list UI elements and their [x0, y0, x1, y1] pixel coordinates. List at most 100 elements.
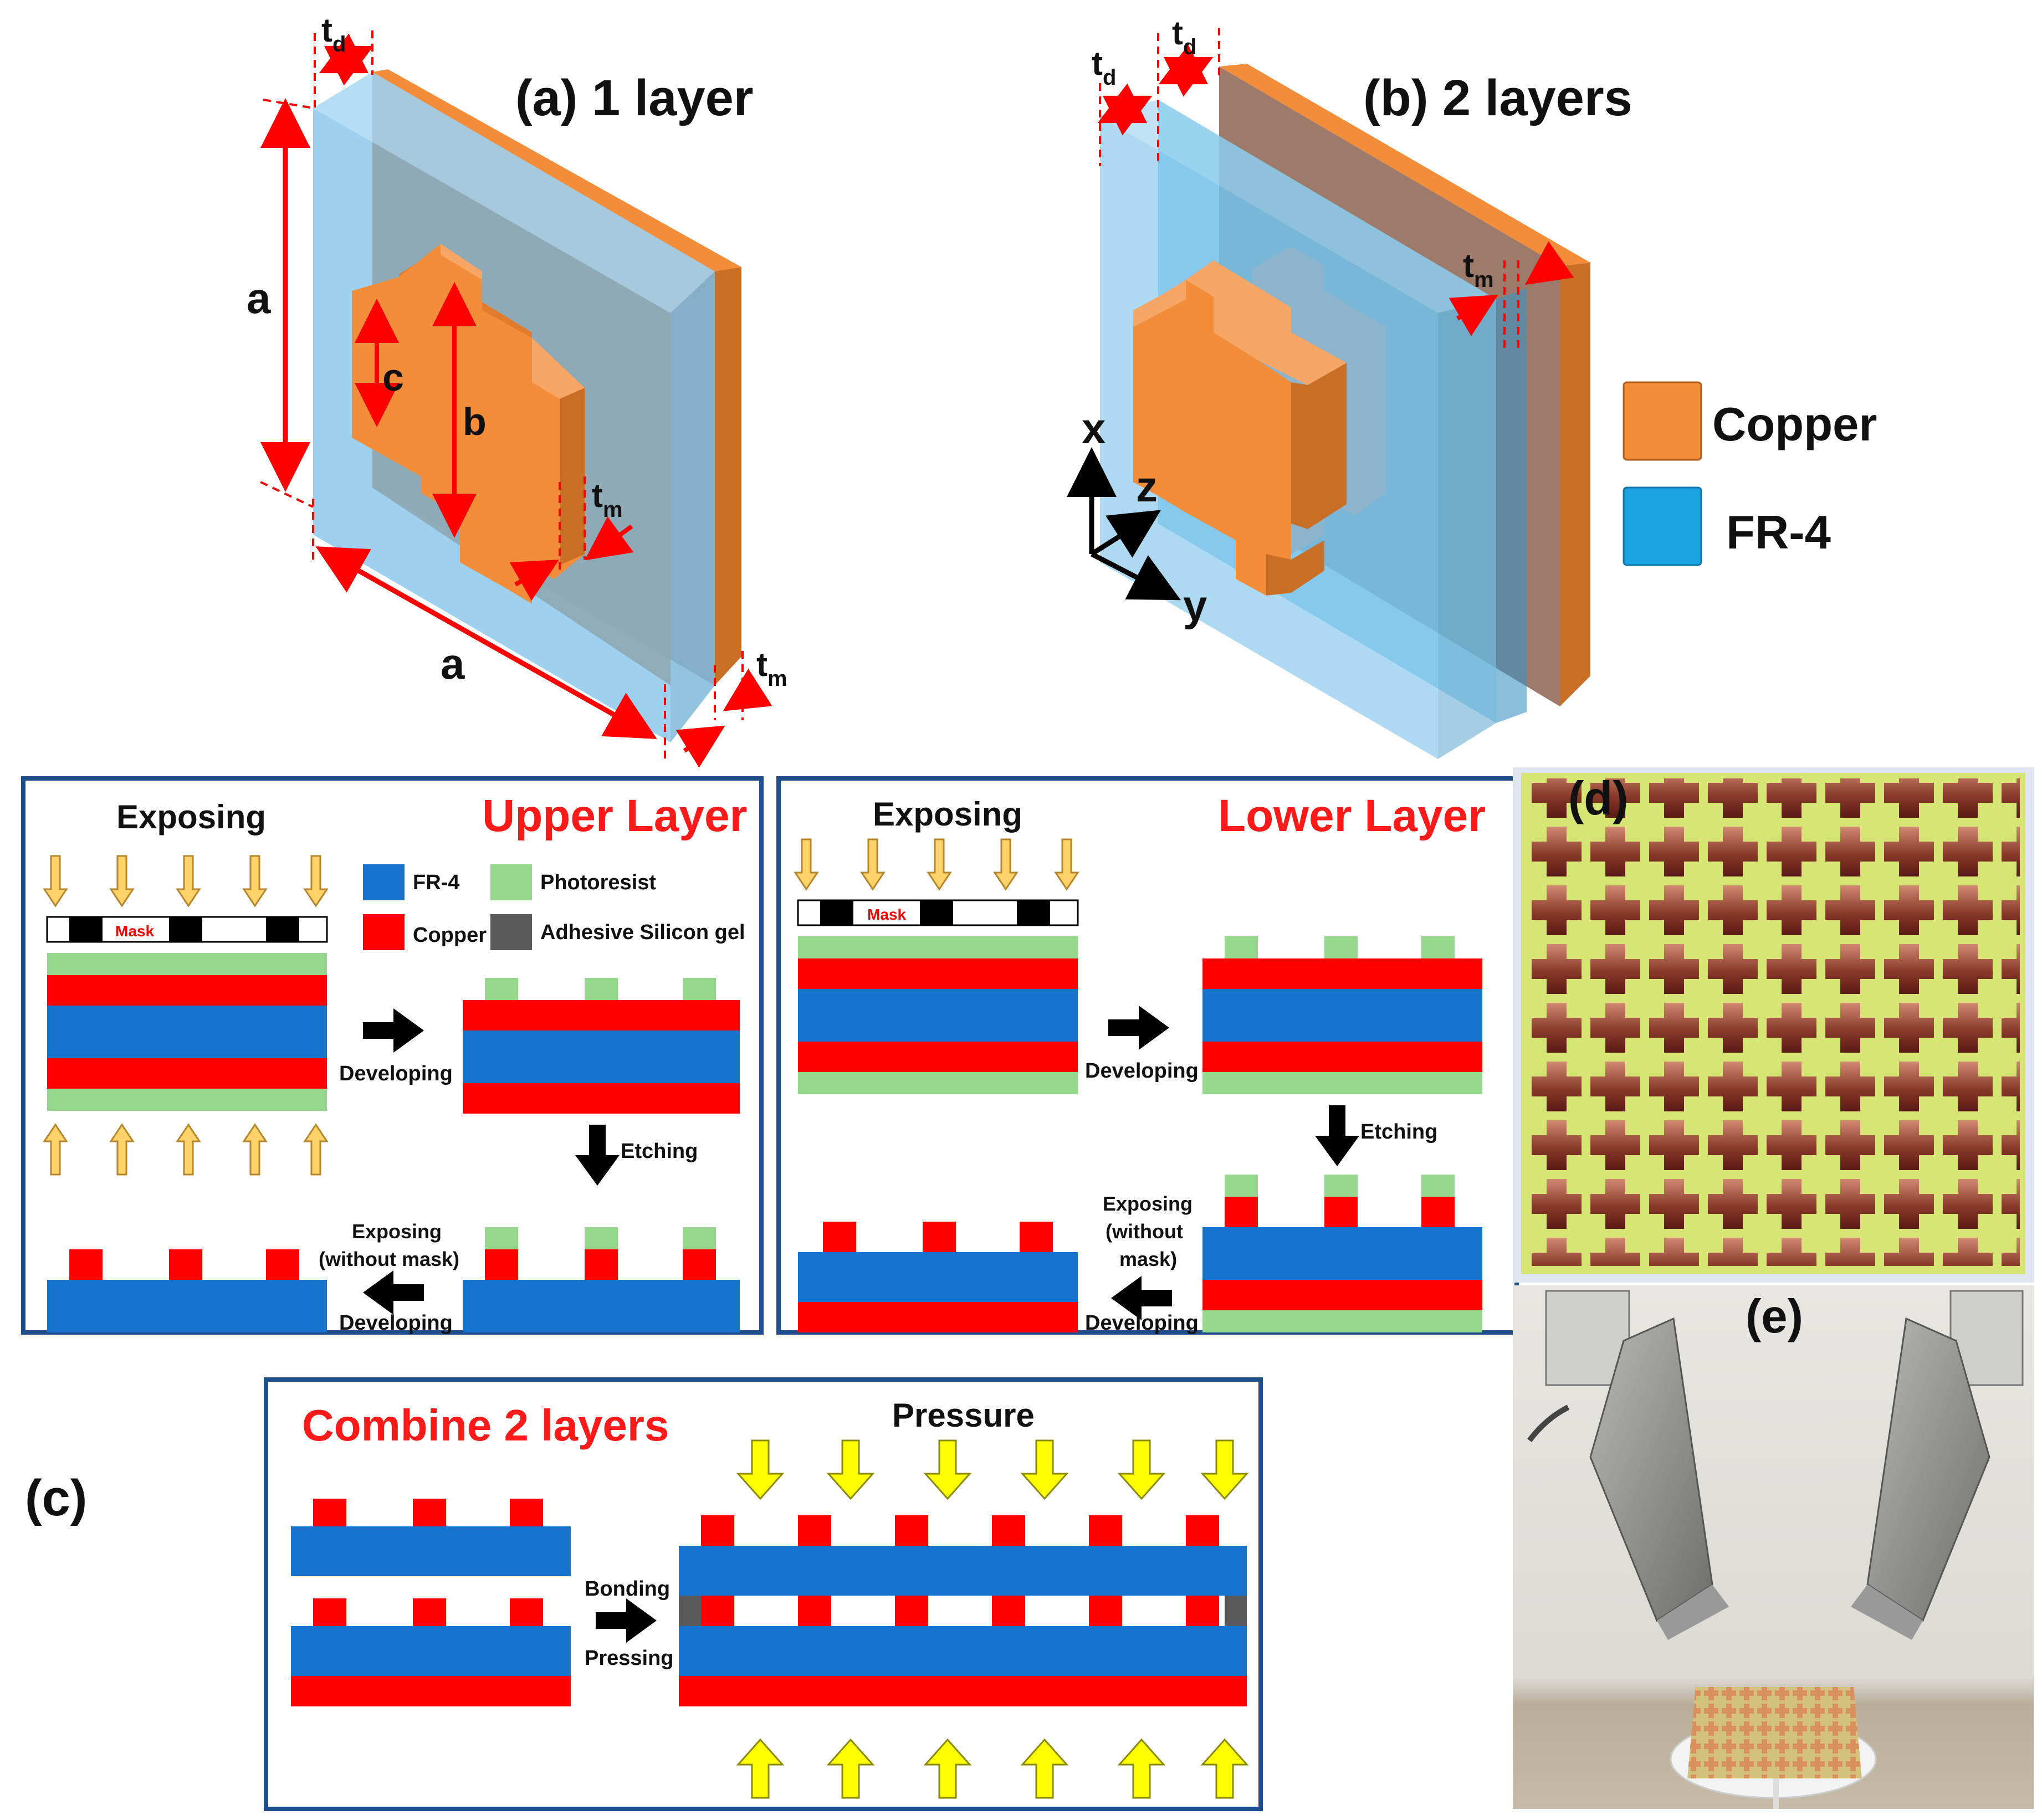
lower-etching-label: Etching	[1360, 1120, 1437, 1144]
upper-etching-arrow	[575, 1125, 620, 1186]
axes-b	[1067, 447, 1181, 601]
horn-antenna-left	[1527, 1290, 1729, 1640]
upper-exposing-label: Exposing	[116, 798, 266, 835]
fr4-side	[671, 271, 715, 742]
a-label-horizontal: a	[441, 639, 465, 688]
copper-cross-b	[1133, 260, 1347, 596]
lower-without-label: (without	[1106, 1220, 1183, 1243]
upper-mask: Mask	[46, 916, 328, 943]
upper-without-mask-label: (without mask)	[319, 1248, 459, 1270]
upper-light-arrows-up	[43, 1123, 329, 1176]
pressure-arrows-up	[736, 1738, 1249, 1799]
panel-a-title: (a) 1 layer	[515, 70, 754, 126]
panel-d-photo: (d)	[1513, 767, 2034, 1283]
upper-etching-label: Etching	[621, 1140, 698, 1163]
upper-final-stack	[47, 1249, 327, 1332]
lower-developing-arrow	[1108, 1006, 1169, 1050]
upper-developing2-label: Developing	[339, 1311, 453, 1335]
upper-developing-arrow	[363, 1008, 424, 1053]
lower-exposing-label: Exposing	[873, 796, 1022, 833]
lower-developed-stack	[1202, 936, 1482, 1094]
lower-exposing2-label: Exposing	[1103, 1192, 1193, 1215]
panel-b: (b) 2 layers	[1067, 14, 1877, 759]
lower-final-stack	[798, 1222, 1078, 1332]
copper-back-top	[372, 69, 741, 271]
legend-copper-label: Copper	[1712, 398, 1877, 451]
axis-labels-b: x y z	[1082, 404, 1207, 630]
lower-initial-stack	[798, 936, 1078, 1094]
fr4-second-side	[1496, 288, 1527, 723]
material-legend: Copper FR-4	[1623, 381, 1877, 566]
pressing-label: Pressing	[585, 1647, 674, 1670]
fr4-top-edge	[313, 72, 715, 313]
tm-label-b: tm	[1463, 247, 1494, 292]
copper-back-side-b	[1560, 263, 1590, 706]
dimensions-b	[1097, 28, 1574, 349]
tm-label-a2: tm	[756, 646, 787, 691]
upper-initial-stack	[47, 953, 327, 1111]
td-label-b1: td	[1092, 45, 1116, 90]
lower-developing-label: Developing	[1085, 1059, 1199, 1083]
panel-a: (a) 1 layer	[247, 12, 787, 768]
copper-back-top-b	[1219, 64, 1590, 266]
lower-etched-stack	[1202, 1175, 1482, 1332]
lower-layer-box: Exposing Lower Layer Mask	[776, 776, 1519, 1335]
axis-z-label: z	[1136, 462, 1158, 511]
combined-stack	[679, 1515, 1247, 1706]
upper-exposing2-label: Exposing	[352, 1220, 442, 1243]
td-label-b2: td	[1172, 14, 1196, 59]
dimensions-a	[260, 30, 772, 768]
panel-d-label: (d)	[1568, 772, 1629, 825]
combine-box: Combine 2 layers Pressure	[264, 1377, 1263, 1811]
lower-final-arrow	[1111, 1276, 1172, 1320]
pressure-arrows-down	[736, 1439, 1249, 1500]
panel-c: (c) Exposing Upper Layer Mask	[21, 776, 1519, 1811]
fr4-first-side	[1438, 299, 1496, 759]
lower-title: Lower Layer	[1218, 791, 1486, 841]
bonding-label: Bonding	[585, 1577, 670, 1601]
pressure-label: Pressure	[892, 1397, 1035, 1434]
svg-text:Mask: Mask	[115, 922, 154, 940]
dim-labels-a: td a c b tm a tm	[247, 12, 787, 691]
svg-text:Adhesive Silicon gel: Adhesive Silicon gel	[540, 921, 745, 944]
lower-developing2-label: Developing	[1085, 1311, 1199, 1335]
fr4-first-top	[1100, 100, 1496, 313]
tm-label-a1: tm	[592, 477, 623, 522]
svg-text:Mask: Mask	[867, 906, 906, 923]
upper-light-arrows-down	[43, 855, 329, 908]
dim-labels-b: td td tm	[1092, 14, 1494, 292]
combine-title: Combine 2 layers	[302, 1401, 669, 1450]
panel-e-label: (e)	[1746, 1290, 1803, 1343]
lower-mask-label: mask)	[1119, 1248, 1177, 1270]
copper-back-side	[712, 267, 741, 685]
c-label: c	[382, 356, 404, 399]
upper-title: Upper Layer	[482, 791, 748, 841]
panel-b-title: (b) 2 layers	[1363, 70, 1632, 126]
lower-etching-arrow	[1315, 1105, 1359, 1166]
panel-e-photo: (e)	[1513, 1285, 2034, 1809]
b-label: b	[463, 400, 487, 443]
svg-text:Copper: Copper	[413, 924, 487, 947]
upper-etched-stack	[463, 1227, 740, 1332]
upper-developed-stack	[463, 978, 740, 1114]
horn-antenna-right	[1851, 1290, 2024, 1640]
axis-x-label: x	[1082, 404, 1106, 453]
legend-fr4-label: FR-4	[1726, 506, 1831, 559]
upper-layer-box: Exposing Upper Layer Mask	[21, 776, 764, 1335]
bonding-arrow	[596, 1598, 657, 1643]
td-label-a: td	[321, 12, 346, 57]
axis-y-label: y	[1183, 581, 1207, 630]
separate-layers	[291, 1499, 571, 1706]
lower-mask: Mask	[797, 899, 1079, 926]
legend-copper-swatch	[1623, 381, 1702, 461]
a-label-vertical: a	[247, 274, 271, 322]
fab-legend: FR-4 Photoresist Copper Adhesive Silicon…	[363, 864, 745, 950]
svg-text:FR-4: FR-4	[413, 871, 459, 894]
lower-light-arrows	[794, 838, 1079, 891]
legend-fr4-swatch	[1623, 486, 1702, 566]
upper-final-arrow	[363, 1270, 424, 1315]
svg-text:Photoresist: Photoresist	[540, 871, 656, 894]
panel-c-label: (c)	[25, 1470, 87, 1526]
upper-developing-label: Developing	[339, 1062, 453, 1085]
